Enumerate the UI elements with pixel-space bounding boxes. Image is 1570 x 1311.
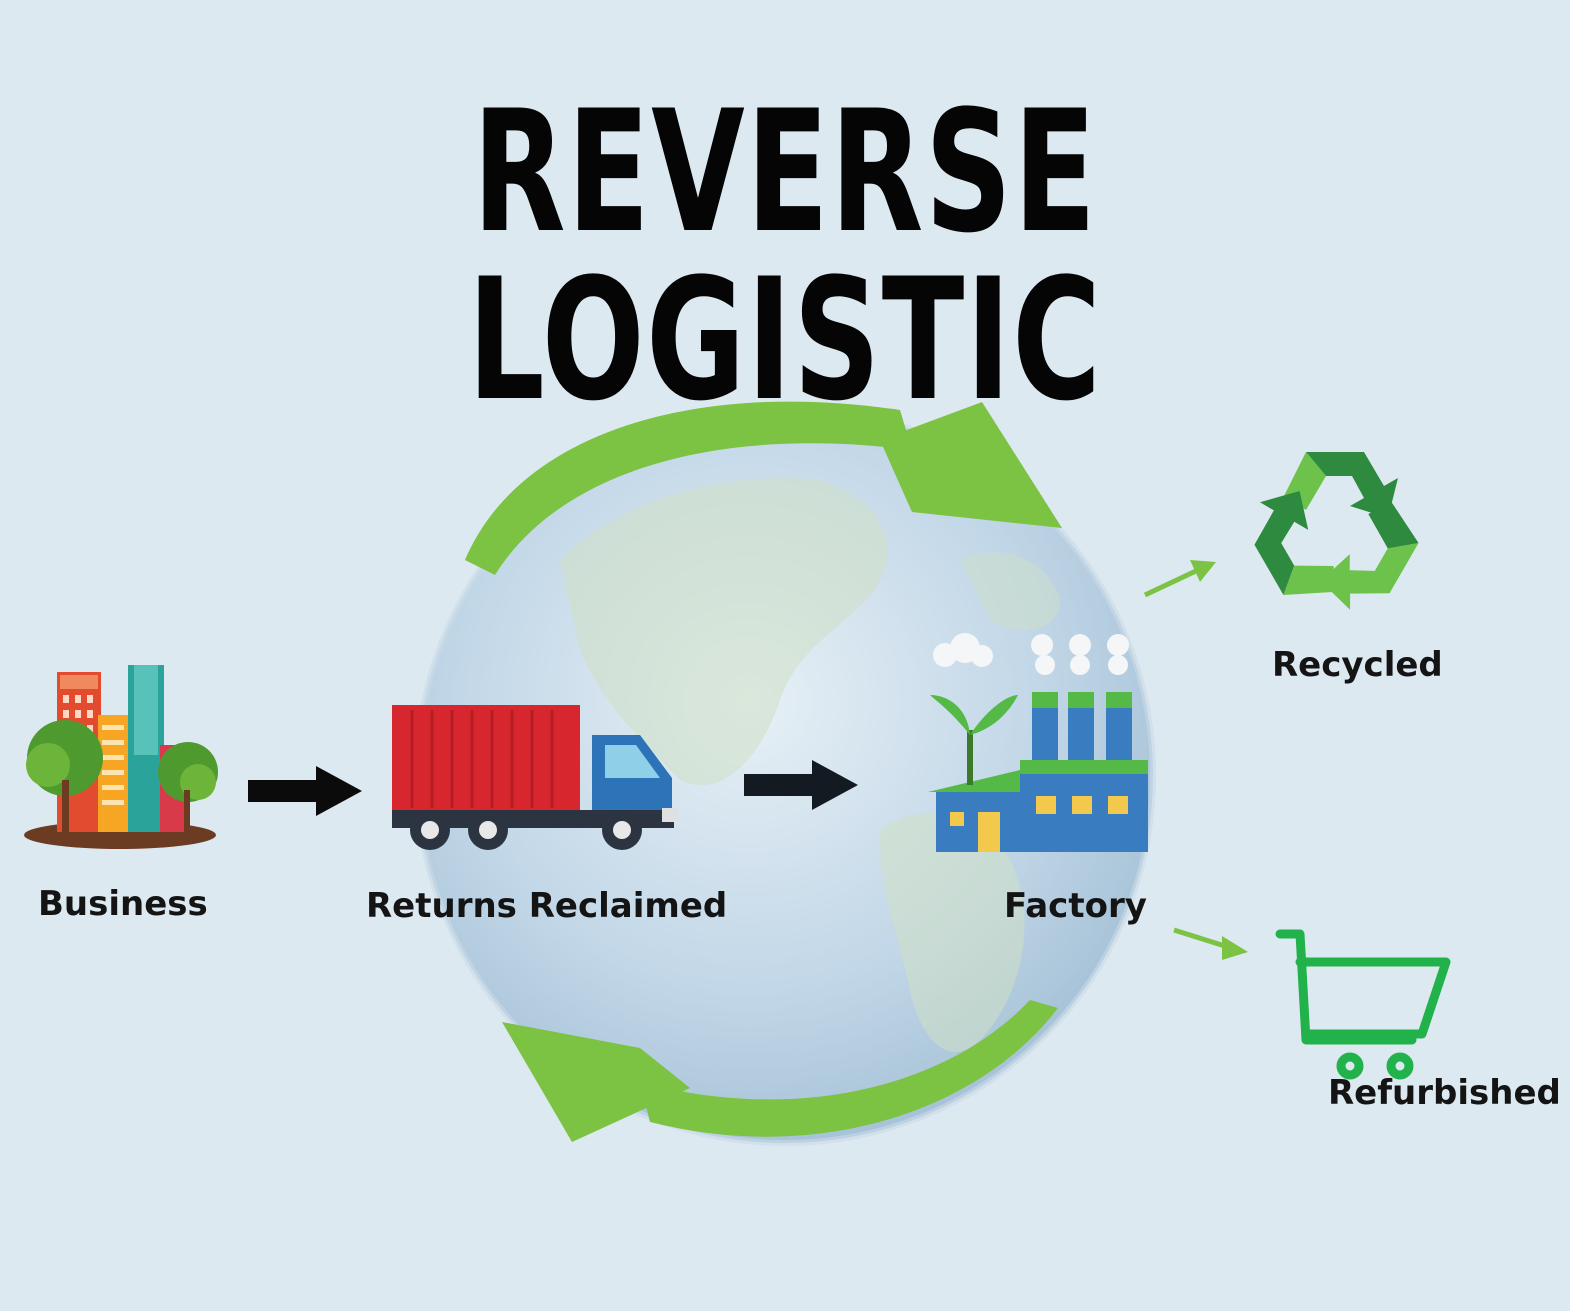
flow-arrow-returns-to-factory xyxy=(744,760,858,810)
shopping-cart-icon xyxy=(1275,929,1451,1080)
factory-icon xyxy=(928,633,1148,852)
city-buildings-icon xyxy=(24,665,218,849)
recycle-icon xyxy=(1254,452,1419,610)
label-refurbished: Refurbished xyxy=(1328,1073,1561,1113)
page-title: REVERSE LOGISTIC xyxy=(467,74,1103,438)
label-returns-reclaimed: Returns Reclaimed xyxy=(366,886,728,926)
branch-arrow-to-refurbished xyxy=(1173,927,1248,960)
label-factory: Factory xyxy=(1004,886,1147,926)
cycle-arrow-bottom xyxy=(502,1000,1058,1142)
label-recycled: Recycled xyxy=(1272,645,1443,685)
delivery-truck-icon xyxy=(392,705,678,850)
label-business: Business xyxy=(38,884,208,924)
flow-arrow-business-to-returns xyxy=(248,766,362,816)
branch-arrow-to-recycled xyxy=(1143,560,1216,598)
cycle-arrow-top xyxy=(465,401,1062,575)
